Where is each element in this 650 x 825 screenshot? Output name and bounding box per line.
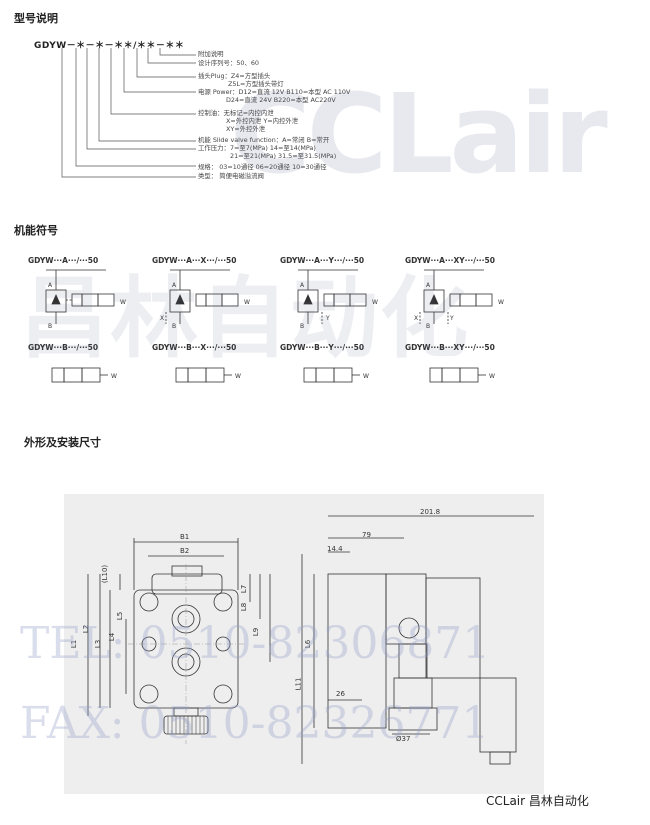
dim-l9: L9 (252, 627, 261, 637)
front-view-drawing (87, 515, 534, 765)
legend-line: 机能 Slide valve function：A=常闭 B=常开 (198, 136, 330, 144)
legend-line: XY=外控外泄 (226, 125, 266, 133)
symbol-title: GDYW···A···Y···/···50 (280, 256, 365, 265)
symbol-title: GDYW···B···Y···/···50 (280, 343, 365, 352)
label-w: W (244, 299, 250, 306)
dim-201-8: 201.8 (420, 508, 441, 516)
dim-l8: L8 (240, 602, 249, 612)
dim-79: 79 (362, 531, 371, 539)
symbol-title: GDYW···A···XY···/···50 (405, 256, 495, 265)
legend-line: D24=直流 24V B220=本型 AC220V (226, 96, 336, 104)
label-a: A (426, 282, 431, 289)
dim-b1: B1 (180, 533, 190, 541)
label-a: A (172, 282, 177, 289)
label-w: W (498, 299, 504, 306)
hydraulic-symbols-row2: W W W W (51, 367, 495, 383)
dim-l10: (L10) (101, 564, 110, 584)
symbol-a-y (297, 269, 367, 324)
dim-b2: B2 (180, 547, 190, 555)
legend-line: 插头Plug：Z4=方型插头 (198, 72, 271, 80)
legend-line: 设计序列号：50、60 (198, 59, 259, 67)
legend-line: 类型： 简便电磁溢流阀 (198, 172, 264, 180)
label-b: B (426, 323, 430, 330)
symbol-title: GDYW···A···/···50 (28, 256, 99, 265)
label-y: Y (325, 315, 330, 322)
dim-l7: L7 (240, 584, 249, 594)
section-title-model: 型号说明 (14, 12, 58, 25)
legend-line: 控制油：无标记=内控内泄 (198, 109, 274, 117)
legend-line: 工作压力：7=至7(MPa) 14=至14(MPa) (198, 144, 316, 152)
symbol-title: GDYW···B···/···50 (28, 343, 99, 352)
symbol-title: GDYW···B···X···/···50 (152, 343, 237, 352)
label-w: W (235, 373, 241, 380)
label-b: B (172, 323, 176, 330)
label-b: B (48, 323, 52, 330)
symbol-title: GDYW···A···X···/···50 (152, 256, 237, 265)
dim-14-4: 14.4 (327, 545, 343, 553)
legend-line: 规格： 03=10通径 06=20通径 10=30通径 (198, 163, 327, 171)
legend-line: 电源 Power：D12=直流 12V B110=本型 AC 110V (198, 88, 351, 96)
dim-l2: L2 (82, 624, 91, 634)
brand-footer: CCLair 昌林自动化 (486, 794, 589, 808)
model-code-leaders (61, 48, 196, 178)
dim-l6: L6 (304, 639, 313, 649)
dim-d37: Ø37 (396, 735, 411, 743)
label-x: X (160, 315, 164, 322)
dim-l1: L1 (70, 639, 79, 649)
dim-26: 26 (336, 690, 345, 698)
dim-l11: L11 (294, 677, 303, 691)
symbol-a-xy (419, 269, 493, 324)
label-w: W (111, 373, 117, 380)
legend-line: X=外控内泄 Y=内控外泄 (226, 117, 299, 125)
symbol-a-x (165, 269, 239, 324)
section-title-dimensions: 外形及安装尺寸 (24, 436, 101, 449)
label-a: A (48, 282, 53, 289)
label-w: W (120, 299, 126, 306)
label-y: Y (449, 315, 454, 322)
legend-line: 21=至21(MPa) 31.5=至31.5(MPa) (230, 152, 337, 160)
legend-line: Z5L=方型插头带灯 (228, 80, 284, 88)
legend-line: 附加说明 (198, 50, 224, 58)
label-w: W (489, 373, 495, 380)
dim-l3: L3 (94, 639, 103, 649)
label-x: X (414, 315, 418, 322)
label-a: A (300, 282, 305, 289)
label-w: W (372, 299, 378, 306)
dim-l5: L5 (116, 611, 125, 621)
symbol-a (45, 269, 115, 324)
hydraulic-symbols-row1: A B W A B X W A B Y W A B X Y W (45, 269, 504, 330)
dim-l4: L4 (108, 632, 117, 642)
symbol-title: GDYW···B···XY···/···50 (405, 343, 495, 352)
label-w: W (363, 373, 369, 380)
model-code: GDYW－＊－＊－＊＊/＊＊－＊＊ (34, 41, 185, 51)
section-title-symbols: 机能符号 (14, 224, 58, 237)
label-b: B (300, 323, 304, 330)
